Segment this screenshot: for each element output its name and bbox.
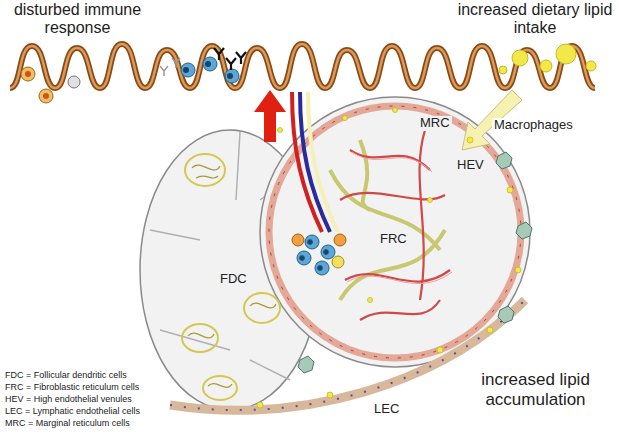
region-label: FDC — [218, 272, 249, 287]
lipid-dots — [257, 108, 521, 409]
macrophages — [298, 152, 532, 373]
legend-text: LEC = Lymphatic endothelial cells — [5, 406, 140, 416]
region-label: MRC — [418, 116, 452, 131]
region-label: Macrophages — [492, 118, 575, 133]
region-label: HEV — [455, 158, 486, 173]
legend-text: FRC = Fibroblastic reticulum cells — [5, 382, 139, 392]
hev-frc-network — [330, 130, 452, 320]
red-arrow — [254, 90, 286, 142]
vessels — [292, 92, 338, 232]
legend-text: FDC = Follicular dendritic cells — [5, 370, 127, 380]
legend-text: HEV = High endothelial venules — [5, 394, 132, 404]
region-label: LEC — [372, 402, 401, 417]
region-label: FRC — [378, 232, 409, 247]
follicles — [182, 154, 280, 400]
villi — [10, 44, 595, 88]
annotation-text: increased lipid accumulation — [458, 370, 613, 409]
lymphocyte-cluster — [292, 234, 346, 275]
annotation-text: disturbed immune response — [5, 1, 150, 38]
immune-cells — [21, 48, 246, 103]
legend-text: MRC = Marginal reticulum cells — [5, 418, 130, 428]
lymphatic-sinus — [170, 300, 525, 410]
annotation-text: increased dietary lipid intake — [455, 1, 615, 38]
lipid-droplets — [499, 44, 596, 74]
